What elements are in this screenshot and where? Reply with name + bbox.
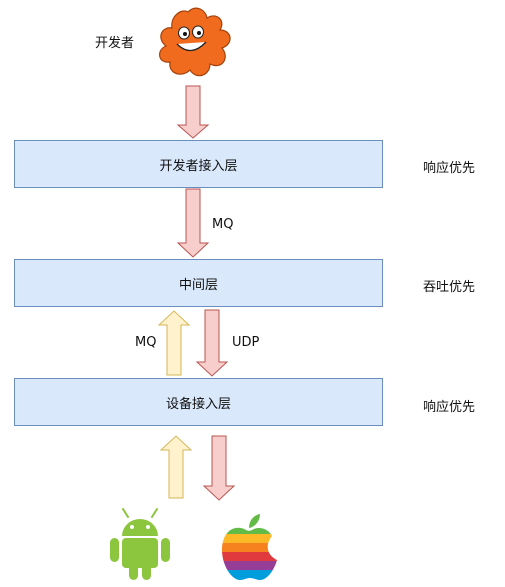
device-access-layer: 设备接入层 bbox=[14, 378, 383, 426]
arrow-label-mq-down: MQ bbox=[212, 217, 234, 232]
developer-access-layer: 开发者接入层 bbox=[14, 140, 383, 188]
layer-label: 中间层 bbox=[178, 277, 218, 293]
layer-label: 开发者接入层 bbox=[159, 158, 238, 174]
layer-note: 吞吐优先 bbox=[423, 280, 476, 295]
layer-note: 响应优先 bbox=[423, 161, 476, 176]
middle-layer: 中间层 bbox=[14, 259, 383, 307]
arrow-label-mq-up: MQ bbox=[135, 335, 157, 350]
layer-label: 设备接入层 bbox=[165, 396, 231, 412]
arrow-device-down bbox=[202, 435, 236, 501]
arrow-label-udp: UDP bbox=[232, 335, 260, 350]
arrow-bottom-to-middle bbox=[157, 310, 191, 376]
layer-note: 响应优先 bbox=[423, 400, 476, 415]
arrow-top-to-middle bbox=[176, 188, 210, 258]
mascot-icon bbox=[159, 7, 231, 77]
developer-label: 开发者 bbox=[95, 36, 135, 51]
apple-icon bbox=[222, 514, 277, 580]
arrow-device-up bbox=[159, 435, 193, 499]
android-icon bbox=[110, 508, 170, 580]
arrow-dev-to-top bbox=[176, 85, 210, 139]
arrow-middle-to-bottom bbox=[195, 309, 229, 377]
